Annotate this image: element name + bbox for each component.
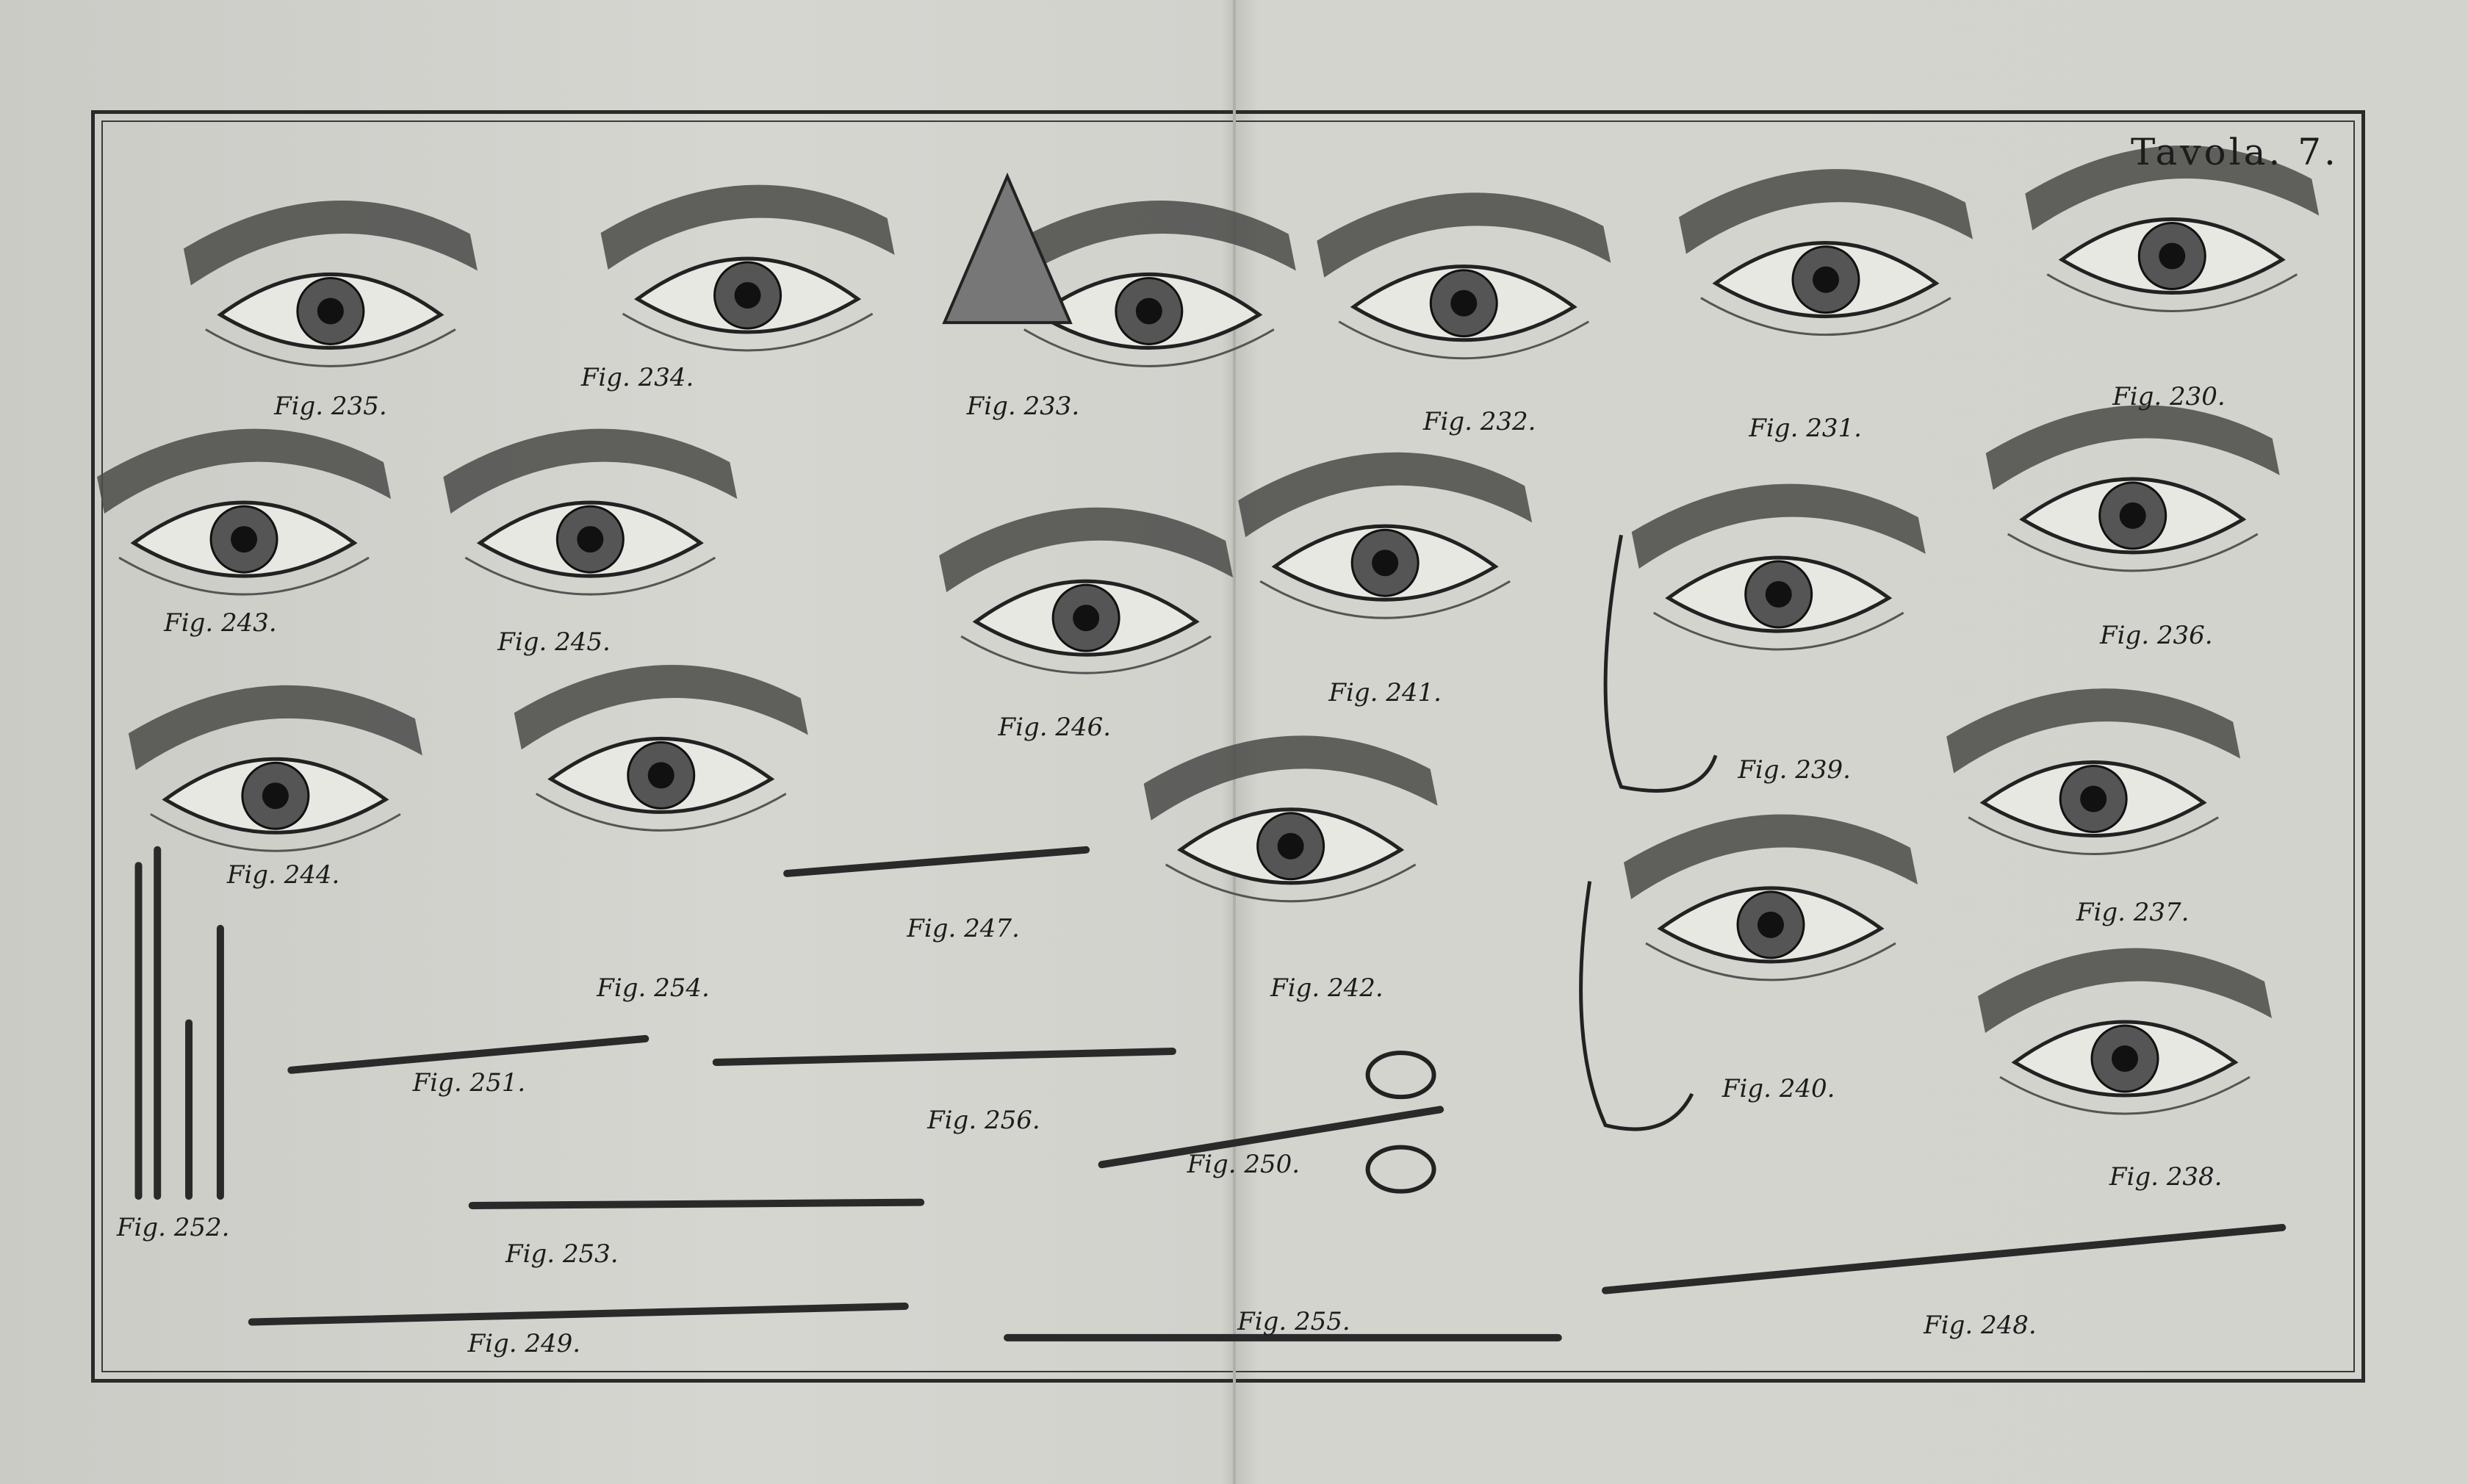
eyebrow-engraving — [443, 428, 738, 514]
lower-lid-shading — [1652, 611, 1904, 651]
figure-label: Fig. 236. — [2100, 621, 2213, 651]
figure-label: Fig. 241. — [1328, 677, 1442, 707]
figure-label: Fig. 245. — [497, 627, 611, 658]
eyebrow-engraving — [514, 664, 808, 750]
pupil — [2080, 785, 2107, 813]
lower-lid-shading — [535, 793, 787, 832]
figure-label: Fig. 243. — [164, 608, 277, 638]
lower-lid-shading — [1645, 942, 1896, 981]
eyebrow-engraving — [1985, 405, 2280, 490]
lower-lid-shading — [118, 556, 370, 596]
lower-lid-shading — [622, 312, 874, 352]
figure-label: Fig. 244. — [226, 860, 340, 890]
pupil — [577, 526, 604, 553]
figure-label: Fig. 256. — [927, 1106, 1040, 1136]
eyebrow-engraving — [1631, 483, 1926, 569]
eyebrow-engraving — [2025, 145, 2320, 231]
figure-label: Fig. 254. — [597, 973, 710, 1004]
pupil — [231, 526, 258, 553]
eyebrow-engraving — [1678, 169, 1973, 254]
figure-label: Fig. 248. — [1924, 1310, 2037, 1340]
lower-lid-shading — [1999, 1076, 2251, 1115]
pupil — [647, 762, 674, 789]
eyebrow-engraving — [1977, 948, 2272, 1033]
figure-label: Fig. 238. — [2109, 1162, 2223, 1192]
figure-label: Fig. 250. — [1187, 1150, 1300, 1180]
plate-border-inner — [101, 120, 2355, 1372]
pupil — [262, 782, 289, 810]
figure-label: Fig. 239. — [1738, 754, 1851, 785]
pupil — [317, 298, 344, 325]
eyebrow-engraving — [97, 428, 392, 514]
pupil — [734, 282, 761, 309]
eyebrow-engraving — [1317, 192, 1611, 278]
figure-label: Fig. 255. — [1237, 1307, 1350, 1337]
eyebrow-engraving — [1238, 452, 1533, 538]
lower-lid-shading — [1338, 320, 1590, 360]
figure-label: Fig. 232. — [1422, 407, 1536, 437]
pupil — [1812, 266, 1839, 293]
surgical-instrument — [468, 1198, 925, 1209]
lower-lid-shading — [960, 635, 1212, 674]
figure-label: Fig. 249. — [467, 1329, 581, 1359]
lower-lid-shading — [150, 813, 401, 852]
pupil — [1277, 832, 1304, 860]
figure-label: Fig. 234. — [580, 363, 694, 393]
lower-lid-shading — [2046, 273, 2298, 312]
lower-lid-shading — [1259, 580, 1511, 619]
pupil — [1757, 911, 1784, 938]
eyebrow-engraving — [1946, 688, 2241, 774]
plate-title: Tavola. 7. — [2131, 131, 2339, 173]
figure-label: Fig. 237. — [2076, 898, 2190, 928]
surgical-instrument — [1602, 1223, 2287, 1294]
eyebrow-engraving — [128, 685, 422, 771]
lower-lid-shading — [1165, 863, 1417, 903]
eyebrow-engraving — [1001, 200, 1296, 286]
eyebrow-engraving — [183, 200, 478, 286]
flap-triangle — [942, 172, 1073, 325]
figure-label: Fig. 231. — [1749, 413, 1862, 443]
nose-profile — [1603, 534, 1718, 793]
pupil — [1135, 298, 1162, 325]
eyebrow-engraving — [939, 507, 1234, 593]
figure-label: Fig. 246. — [998, 712, 1112, 742]
figure-label: Fig. 247. — [907, 913, 1020, 943]
eyebrow-engraving — [1143, 735, 1438, 821]
figure-label: Fig. 252. — [116, 1212, 230, 1242]
eyebrow-engraving — [600, 184, 895, 270]
scissors-ring — [1365, 1145, 1436, 1194]
surgical-instrument — [287, 1034, 650, 1074]
surgical-instrument — [783, 846, 1090, 877]
figure-label: Fig. 240. — [1722, 1074, 1835, 1104]
lower-lid-shading — [1968, 816, 2219, 856]
eyebrow-engraving — [1623, 814, 1918, 899]
lower-lid-shading — [205, 328, 456, 367]
lower-lid-shading — [2007, 533, 2259, 572]
lower-lid-shading — [1700, 297, 1951, 336]
plate-border-outer — [91, 110, 2365, 1383]
pupil — [2119, 502, 2146, 529]
figure-label: Fig. 233. — [966, 391, 1080, 421]
pupil — [1450, 289, 1478, 317]
figure-label: Fig. 242. — [1270, 973, 1384, 1004]
lower-lid-shading — [1023, 328, 1275, 367]
pupil — [2159, 242, 2186, 270]
pupil — [1372, 550, 1399, 577]
nose-profile — [1579, 881, 1694, 1131]
pupil — [1765, 581, 1792, 608]
figure-label: Fig. 251. — [412, 1067, 526, 1098]
figure-label: Fig. 230. — [2112, 381, 2226, 411]
pupil — [2111, 1045, 2138, 1072]
lower-lid-shading — [464, 556, 716, 596]
surgical-instrument — [248, 1303, 909, 1326]
figure-label: Fig. 235. — [274, 391, 387, 421]
surgical-instrument — [712, 1048, 1176, 1066]
figure-label: Fig. 253. — [505, 1239, 619, 1269]
pupil — [1073, 605, 1100, 632]
scissors-ring — [1365, 1051, 1436, 1100]
surgical-instrument — [1098, 1106, 1445, 1169]
